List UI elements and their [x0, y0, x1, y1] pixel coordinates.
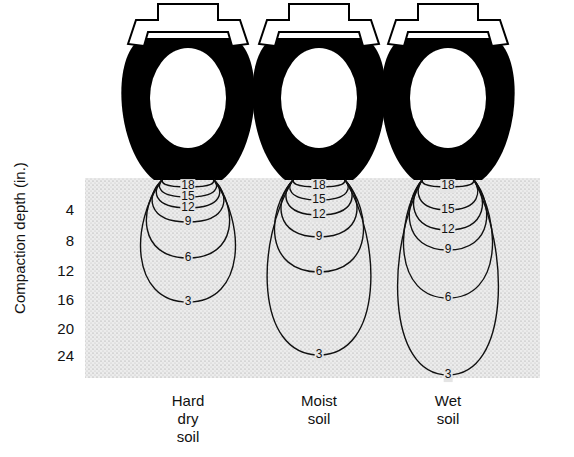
tire-hole	[281, 48, 357, 148]
tire	[381, 38, 514, 180]
wheel-rim	[128, 4, 248, 46]
soil-caption: Hard dry soil	[166, 392, 210, 446]
axis-tick: 24	[57, 347, 74, 364]
tire	[121, 38, 254, 180]
contour-value: 15	[440, 203, 455, 217]
pressure-contour	[141, 180, 236, 302]
tire-hole	[410, 48, 486, 148]
contour-value: 12	[311, 208, 326, 222]
soil-band	[85, 178, 540, 378]
axis-tick: 4	[66, 201, 74, 218]
soil-caption: Wet soil	[426, 392, 470, 428]
contour-value: 9	[184, 215, 193, 229]
pressure-contour	[146, 180, 229, 258]
contour-value: 18	[440, 179, 455, 193]
contour-value: 6	[184, 251, 193, 265]
pressure-contour	[409, 180, 486, 250]
contour-value: 12	[440, 223, 455, 237]
contour-value: 9	[444, 243, 453, 257]
contour-value: 6	[444, 291, 453, 305]
contour-value: 12	[180, 201, 195, 215]
pressure-contour	[267, 180, 371, 355]
axis-tick: 8	[66, 232, 74, 249]
contour-value: 6	[315, 265, 324, 279]
axis-title: Compaction depth (in.)	[11, 162, 28, 314]
contour-value: 3	[315, 348, 324, 362]
soil-caption: Moist soil	[297, 392, 341, 428]
pressure-contour	[274, 180, 363, 272]
pressure-contour	[281, 180, 357, 237]
tire	[252, 38, 385, 180]
contour-value: 3	[184, 295, 193, 309]
axis-tick: 12	[57, 262, 74, 279]
wheel-rim	[259, 4, 379, 46]
contour-value: 9	[315, 230, 324, 244]
axis-tick: 16	[57, 291, 74, 308]
wheel-rim	[388, 4, 508, 46]
axis-tick: 20	[57, 320, 74, 337]
contour-value: 3	[444, 368, 453, 382]
pressure-contour	[398, 180, 499, 375]
contour-value: 15	[311, 193, 326, 207]
pressure-contour	[403, 180, 492, 298]
tire-hole	[150, 48, 226, 148]
contour-value: 18	[311, 179, 326, 193]
